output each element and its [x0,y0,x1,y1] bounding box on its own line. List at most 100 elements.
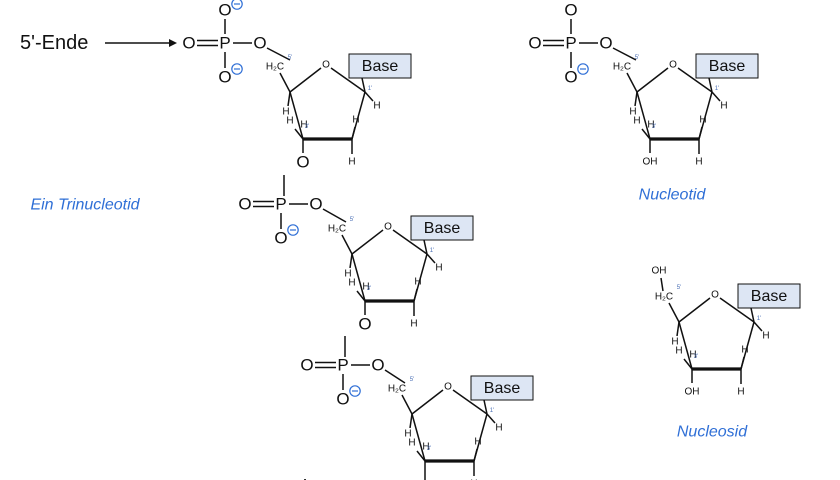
c3-number: 3' [652,124,656,130]
hydrogen-atom: H [470,479,477,480]
oxygen-atom: O [218,1,231,20]
c3-number: 3' [367,286,371,292]
bond [356,290,366,302]
ring-oxygen: O [322,60,330,71]
bond [698,126,703,140]
bond [341,234,353,255]
ring-oxygen: O [711,290,719,301]
bond [660,277,664,292]
oxygen-atom: O [238,195,251,214]
methylene-group: H₂C [655,292,673,303]
c1-number: 1' [715,86,719,92]
ring-oxygen: O [444,382,452,393]
hydroxyl-group: OH [652,266,667,277]
bond [294,128,304,140]
ring-oxygen: O [384,222,392,233]
hydrogen-atom: H [362,282,369,293]
hydrogen-atom: H [671,337,678,348]
c5-number: 5' [677,285,681,291]
oxygen-atom: O [528,34,541,53]
base-label: Base [362,58,399,75]
hydrogen-atom: H [373,101,380,112]
hydrogen-atom: H [352,115,359,126]
ring-bond [719,297,755,323]
ring-bond [452,389,488,415]
hydrogen-atom: H [699,115,706,126]
ring-bond [677,67,713,93]
oxygen-atom: O [300,356,313,375]
bond [676,321,680,337]
hydrogen-atom: H [741,345,748,356]
hydrogen-atom: H [762,331,769,342]
hydrogen-atom: H [629,107,636,118]
bond [351,126,356,140]
hydrogen-atom: H [348,278,355,289]
hydrogen-atom: H [720,101,727,112]
c5-number: 5' [410,377,414,383]
base-label: Base [484,380,521,397]
oxygen-atom: O [564,68,577,87]
hydrogen-atom: H [695,157,702,168]
methylene-group: H₂C [613,62,631,73]
hydrogen-atom: H [410,319,417,330]
ring-bond [636,67,669,93]
negative-charge-icon [577,63,589,75]
bond [473,448,478,462]
methylene-group: H₂C [388,384,406,395]
oxygen-atom: O [274,229,287,248]
ring-bond [351,229,384,255]
hydrogen-atom: H [435,263,442,274]
bond [287,91,291,107]
oxygen-atom: O [358,315,371,334]
bond [361,77,366,93]
bond [266,47,291,61]
hydrogen-atom: H [404,429,411,440]
base-box [410,215,474,241]
nucleoside-caption: Nucleosid [677,424,748,441]
base-box [737,283,801,309]
bond [641,128,651,140]
c5-number: 5' [635,55,639,61]
bond [753,321,763,332]
hydroxyl-group: OH [685,387,700,398]
bond [426,253,436,264]
hydrogen-atom: H [408,438,415,449]
base-label: Base [709,58,746,75]
c3-number: 3' [305,124,309,130]
c3-number: 3' [427,446,431,452]
bond [401,394,413,415]
bond [364,91,374,102]
bond [626,72,638,93]
hydrogen-atom: H [300,120,307,131]
bond [711,91,721,102]
oxygen-atom: O [371,356,384,375]
ring-bond [411,389,444,415]
oxygen-atom: O [309,195,322,214]
nucleotide-caption: Nucleotid [639,187,707,204]
bond [413,288,418,302]
ring-bond [351,253,366,302]
phosphorus-atom: P [275,195,286,214]
hydrogen-atom: H [344,269,351,280]
oxygen-atom: O [336,390,349,409]
phosphorus-atom: P [565,34,576,53]
negative-charge-icon [231,63,243,75]
trinucleotide-caption: Ein Trinucleotid [30,197,140,214]
c1-number: 1' [490,408,494,414]
charge-ring [231,0,243,10]
hydrogen-atom: H [689,350,696,361]
hydrogen-atom: H [422,442,429,453]
hydroxyl-group: OH [643,157,658,168]
ring-bond [411,413,426,462]
bond [483,399,488,415]
ring-bond [636,91,651,140]
charge-ring [231,63,243,75]
three-prime-label: 3'-Ende [250,477,318,480]
hydrogen-atom: H [414,277,421,288]
c1-number: 1' [757,316,761,322]
ring-bond [289,67,322,93]
oxygen-atom: O [253,34,266,53]
